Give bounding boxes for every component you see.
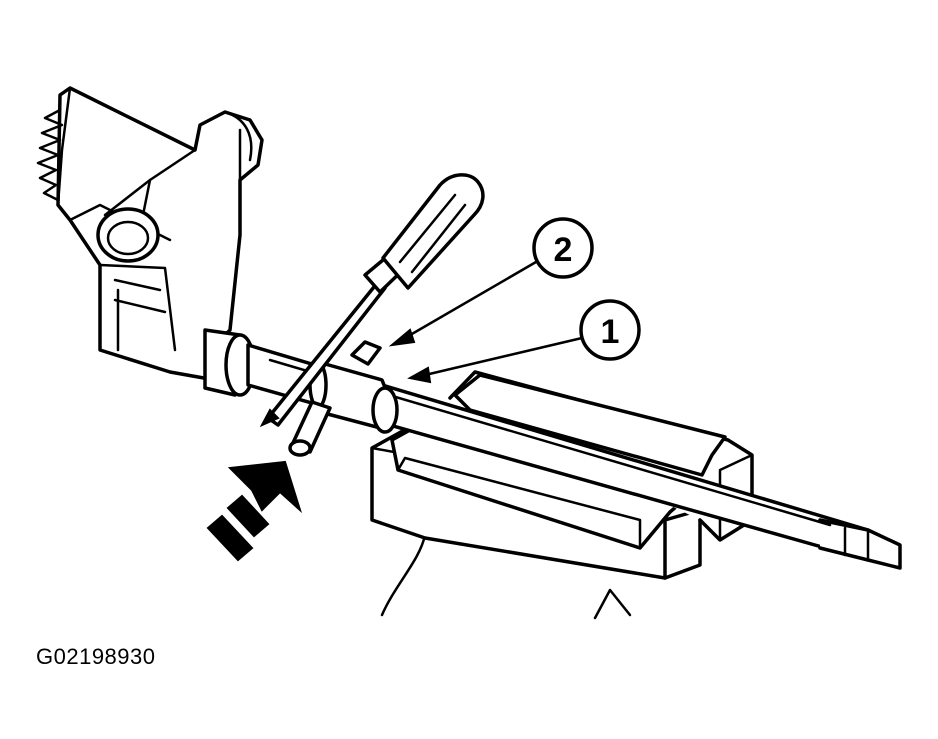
callout-1-number: 1: [601, 313, 620, 351]
screwdriver-icon: [259, 173, 485, 428]
roll-pin-icon: [288, 340, 382, 457]
direction-arrow-icon: [206, 460, 303, 562]
callout-2: 2: [388, 217, 594, 347]
callout-2-number: 2: [554, 231, 573, 269]
figure-id-label: G02198930: [36, 644, 156, 669]
callout-1: 1: [407, 299, 641, 384]
gear-housing: [36, 86, 264, 382]
